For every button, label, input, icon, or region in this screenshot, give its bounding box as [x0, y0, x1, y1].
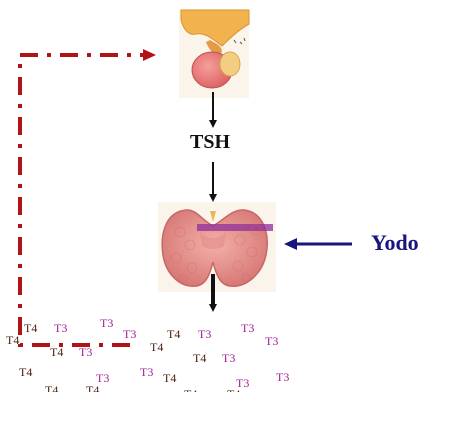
- thyroid-gland: [158, 202, 276, 292]
- t3-hormone-label: T3: [79, 345, 93, 359]
- t4-hormone-label: T4: [19, 365, 33, 379]
- t4-hormone-label: T4: [24, 321, 38, 335]
- t3-hormone-label: T3: [140, 365, 154, 379]
- t3-hormone-label: T3: [54, 321, 68, 335]
- t4-hormone-label: T4: [50, 345, 64, 359]
- pituitary-gland: [179, 9, 250, 98]
- t4-hormone-label: T4: [193, 351, 207, 365]
- feedback-arrow: [18, 49, 156, 347]
- t3-hormone-label: T3: [265, 334, 279, 348]
- t3-hormone-label: T3: [222, 351, 236, 365]
- t3-hormone-label: T3: [123, 327, 137, 341]
- t4-hormone-label: T4: [6, 333, 20, 347]
- bottom-fade: [0, 392, 452, 429]
- t3-hormone-label: T3: [100, 316, 114, 330]
- t4-hormone-label: T4: [150, 340, 164, 354]
- yodo-label: Yodo: [371, 230, 419, 255]
- t3-hormone-label: T3: [241, 321, 255, 335]
- t4-hormone-label: T4: [167, 327, 181, 341]
- t3-hormone-label: T3: [96, 371, 110, 385]
- t4-hormone-label: T4: [163, 371, 177, 385]
- t3-hormone-label: T3: [236, 376, 250, 390]
- t3-hormone-label: T3: [276, 370, 290, 384]
- t3-hormone-label: T3: [198, 327, 212, 341]
- tsh-label: TSH: [190, 131, 231, 153]
